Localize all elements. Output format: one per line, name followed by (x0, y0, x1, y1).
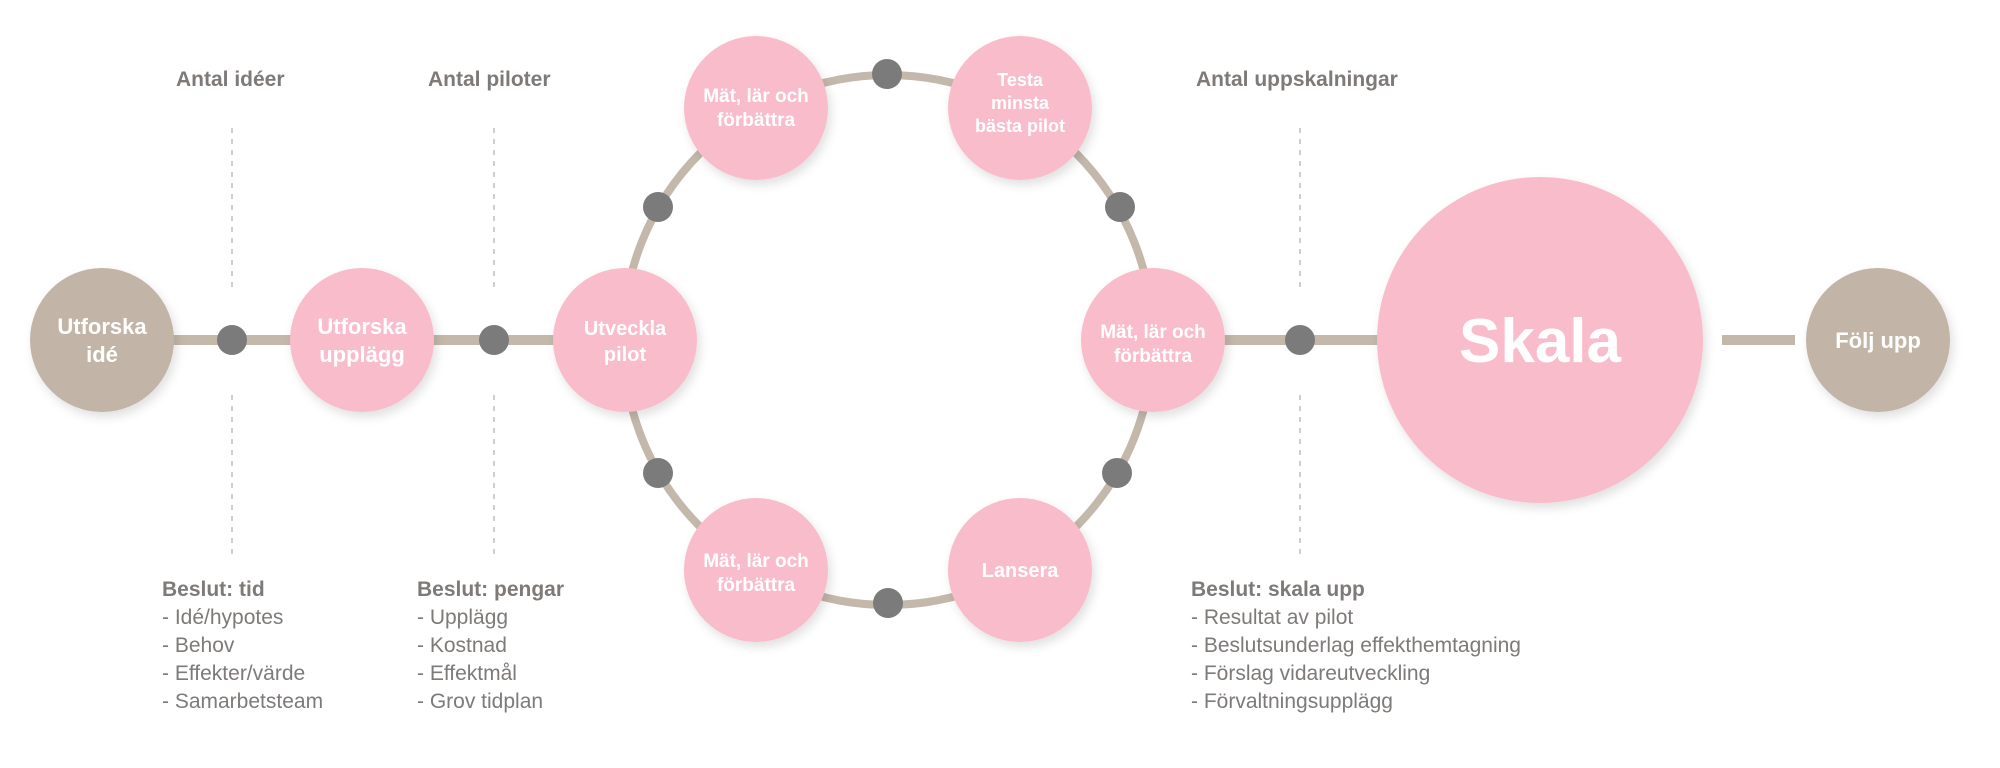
node-label-line: upplägg (319, 342, 405, 367)
heading-antal-ideer: Antal idéer (176, 68, 285, 91)
node-utforska-ide: Utforska idé (30, 268, 174, 412)
decision-money-item: - Grov tidplan (417, 690, 544, 713)
decision-time-item: - Behov (162, 634, 235, 657)
node-label-line: Utveckla (584, 318, 667, 340)
decision-time-item: - Effekter/värde (162, 662, 306, 685)
decision-scale: Beslut: skala upp - Resultat av pilot - … (1191, 576, 1521, 716)
decision-money-item: - Upplägg (417, 606, 509, 629)
node-mat-lar-top: Mät, lär och förbättra (684, 36, 828, 180)
node-label-line: Mät, lär och (703, 86, 809, 107)
heading-antal-uppskalningar: Antal uppskalningar (1196, 68, 1398, 91)
decision-money-item: - Kostnad (417, 634, 507, 657)
decision-time-item: - Samarbetsteam (162, 690, 324, 713)
decision-scale-item: - Beslutsunderlag effekthemtagning (1191, 634, 1521, 657)
connector-dot (217, 325, 247, 355)
connector-dot (873, 588, 903, 618)
connector-dot (872, 59, 902, 89)
connector-dot (643, 458, 673, 488)
decision-money: Beslut: pengar - Upplägg - Kostnad - Eff… (417, 576, 564, 716)
node-utforska-upplagg: Utforska upplägg (290, 268, 434, 412)
node-skala: Skala (1377, 177, 1703, 503)
node-label-line: minsta (991, 93, 1050, 113)
decision-scale-item: - Förvaltningsupplägg (1191, 690, 1393, 713)
node-lansera: Lansera (948, 498, 1092, 642)
decision-dividers (231, 128, 1301, 555)
decision-time-title: Beslut: tid (162, 578, 265, 601)
decision-scale-item: - Förslag vidareutveckling (1191, 662, 1431, 685)
decision-money-item: - Effektmål (417, 662, 517, 685)
node-testa-pilot: Testa minsta bästa pilot (948, 36, 1092, 180)
node-label-line: Utforska (317, 314, 407, 339)
node-label-line: Skala (1459, 307, 1622, 376)
heading-antal-piloter: Antal piloter (428, 68, 551, 91)
decision-scale-item: - Resultat av pilot (1191, 606, 1354, 629)
node-label-line: Utforska (57, 314, 147, 339)
connector-dot (1105, 192, 1135, 222)
node-label-line: förbättra (717, 575, 796, 596)
node-label-line: Lansera (982, 560, 1060, 582)
node-folj-upp: Följ upp (1806, 268, 1950, 412)
decision-money-title: Beslut: pengar (417, 578, 565, 601)
node-label-line: förbättra (1114, 346, 1193, 367)
node-label-line: pilot (604, 344, 647, 366)
node-utveckla-pilot: Utveckla pilot (553, 268, 697, 412)
connector-dot (643, 192, 673, 222)
node-mat-lar-right: Mät, lär och förbättra (1081, 268, 1225, 412)
node-label-line: Testa (997, 70, 1044, 90)
connector-dots (217, 59, 1315, 618)
connector-dot (1285, 325, 1315, 355)
node-label-line: Mät, lär och (703, 551, 809, 572)
node-label-line: idé (86, 342, 118, 367)
decision-time-item: - Idé/hypotes (162, 606, 284, 629)
connector-dot (1102, 458, 1132, 488)
connector-dot (479, 325, 509, 355)
decision-scale-title: Beslut: skala upp (1191, 578, 1365, 601)
node-label-line: Mät, lär och (1100, 322, 1206, 343)
decision-time: Beslut: tid - Idé/hypotes - Behov - Effe… (162, 576, 323, 716)
node-mat-lar-bottom: Mät, lär och förbättra (684, 498, 828, 642)
node-label-line: Följ upp (1835, 328, 1921, 353)
node-label-line: bästa pilot (975, 116, 1065, 136)
node-label-line: förbättra (717, 110, 796, 131)
